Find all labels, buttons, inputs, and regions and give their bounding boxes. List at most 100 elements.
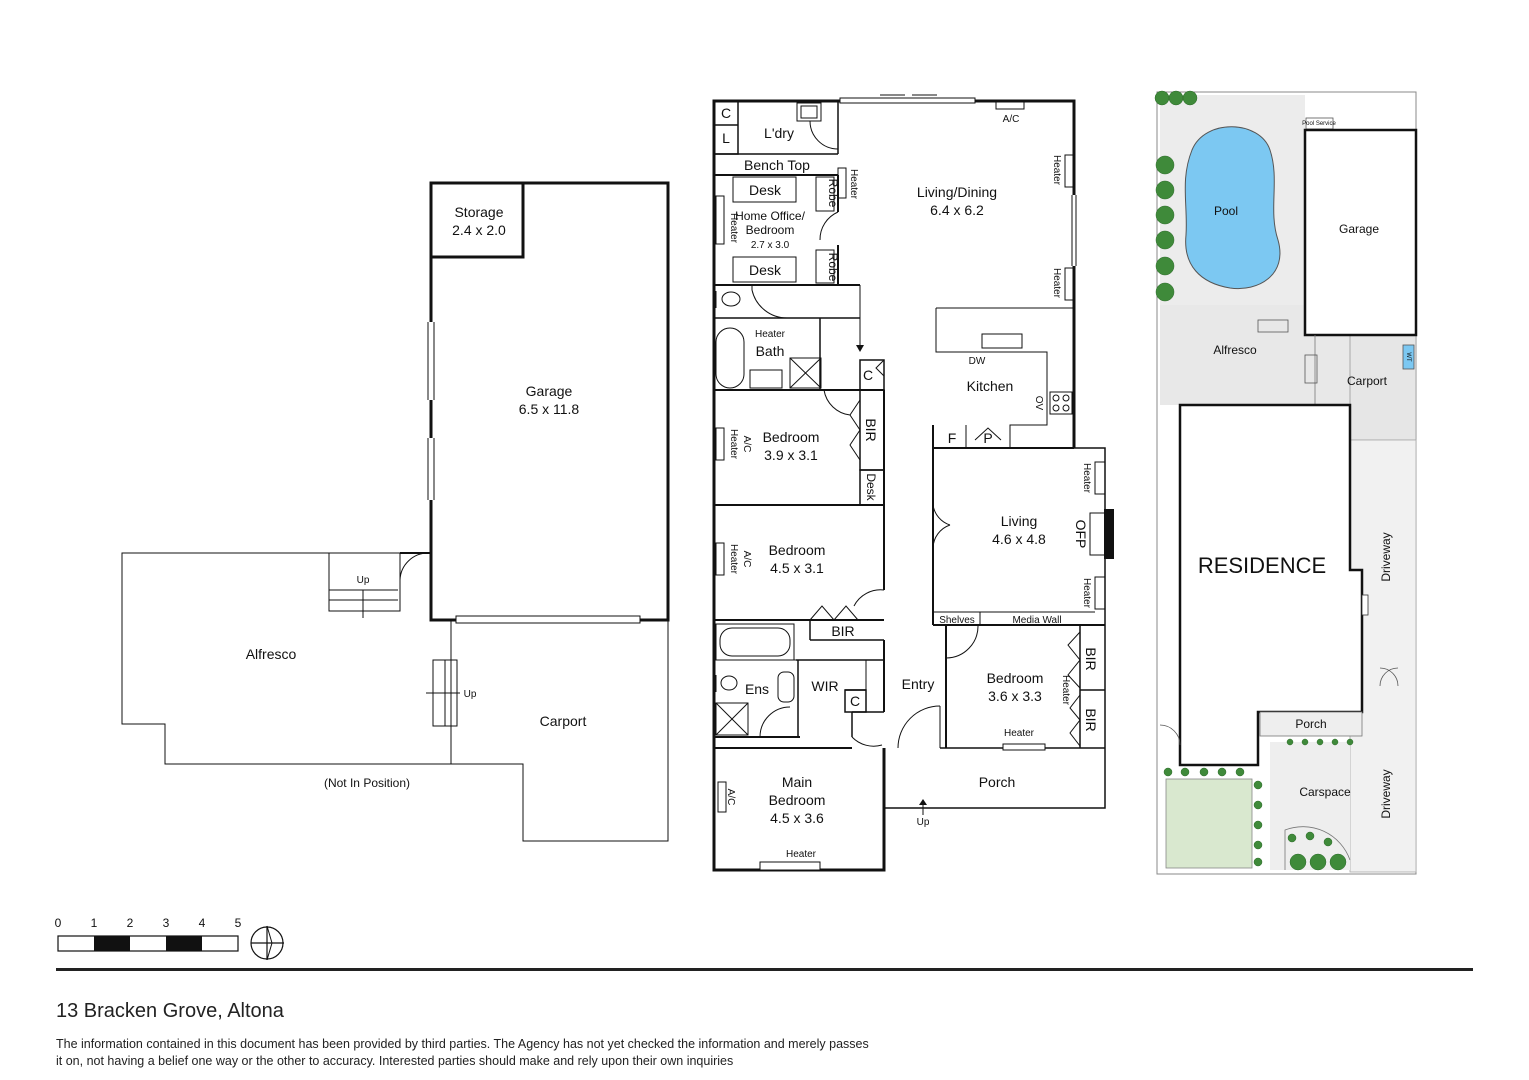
bir-label: BIR — [1083, 708, 1099, 731]
main-bedroom-dims: 4.5 x 3.6 — [770, 810, 824, 826]
site-carport-label: Carport — [1347, 374, 1388, 388]
cupboard-label: C — [863, 367, 873, 383]
site-alfresco-label: Alfresco — [1213, 343, 1257, 357]
oven-label: OV — [1033, 396, 1044, 411]
residence-outline — [1178, 403, 1364, 767]
bedroom-label: Bedroom — [987, 670, 1044, 686]
ac-label: A/C — [725, 789, 736, 806]
pool-service-label: Pool Service — [1302, 121, 1336, 127]
robe-label: Robe — [826, 253, 840, 282]
scale-tick-label: 3 — [163, 916, 170, 930]
cupboard-label: C — [850, 693, 860, 709]
bedroom-dims: 3.6 x 3.3 — [988, 688, 1042, 704]
alfresco-label: Alfresco — [246, 646, 297, 662]
up-label: Up — [464, 689, 477, 700]
heater-label: Heater — [1004, 728, 1035, 739]
heater-label: Heater — [1081, 463, 1092, 494]
floor-plan: Storage 2.4 x 2.0 Garage 6.5 x 11.8 Alfr… — [55, 90, 1418, 960]
bath-label: Bath — [756, 343, 785, 359]
heater-label: Heater — [786, 849, 817, 860]
not-in-position-note: (Not In Position) — [324, 776, 410, 790]
alfresco-outline — [121, 552, 523, 765]
compass-icon — [250, 925, 284, 960]
linen-label: L — [722, 130, 730, 146]
carspace-label: Carspace — [1299, 785, 1351, 799]
driveway-label: Driveway — [1379, 769, 1393, 818]
garage-label: Garage — [526, 383, 573, 399]
hedge-plants — [1154, 90, 1354, 871]
water-tank-label: WT — [1405, 352, 1411, 362]
disclaimer-text: The information contained in this docume… — [56, 1037, 869, 1068]
bedroom-dims: 3.9 x 3.1 — [764, 447, 818, 463]
bedroom-label: Bedroom — [769, 542, 826, 558]
fridge-label: F — [948, 430, 957, 446]
outbuildings-plan — [121, 181, 670, 842]
scale-bar: 0 1 2 3 4 5 — [55, 916, 242, 952]
desk-label: Desk — [749, 182, 782, 198]
bedroom-label: Bedroom — [763, 429, 820, 445]
site-garage-label: Garage — [1339, 222, 1379, 236]
heater-label: Heater — [728, 213, 739, 244]
media-wall-label: Media Wall — [1012, 615, 1061, 626]
ensuite-label: Ens — [745, 681, 769, 697]
scale-tick-label: 2 — [127, 916, 134, 930]
pool — [1184, 126, 1281, 290]
dishwasher-label: DW — [969, 356, 986, 367]
heater-label: Heater — [1060, 675, 1071, 706]
ac-label: A/C — [1003, 114, 1020, 125]
residence-label: RESIDENCE — [1198, 553, 1326, 578]
main-bedroom-label: Bedroom — [769, 792, 826, 808]
living-label: Living — [1001, 513, 1038, 529]
heater-label: Heater — [728, 429, 739, 460]
property-address: 13 Bracken Grove, Altona — [56, 1000, 284, 1022]
home-office-label: Home Office/ — [735, 209, 805, 223]
garage-dims: 6.5 x 11.8 — [519, 401, 580, 417]
desk-label: Desk — [864, 473, 878, 501]
main-bedroom-label: Main — [782, 774, 812, 790]
bir-label: BIR — [831, 623, 854, 639]
carport-outline — [450, 619, 669, 842]
heater-label: Heater — [728, 544, 739, 575]
heater-label: Heater — [848, 169, 859, 200]
site-porch-label: Porch — [1295, 717, 1326, 731]
storage-label: Storage — [454, 204, 503, 220]
entry-label: Entry — [902, 676, 935, 692]
bedroom-dims: 4.5 x 3.1 — [770, 560, 824, 576]
living-dims: 4.6 x 4.8 — [992, 531, 1046, 547]
desk-label: Desk — [749, 262, 782, 278]
home-office-dims: 2.7 x 3.0 — [751, 240, 790, 251]
bir-label: BIR — [1083, 647, 1099, 670]
ac-label: A/C — [741, 551, 752, 568]
robe-label: Robe — [826, 179, 840, 208]
heater-label: Heater — [1081, 578, 1092, 609]
heater-label: Heater — [755, 329, 786, 340]
kitchen-label: Kitchen — [967, 378, 1014, 394]
scale-tick-label: 5 — [235, 916, 242, 930]
bir-label: BIR — [863, 418, 879, 441]
home-office-label: Bedroom — [746, 223, 795, 237]
house-plan — [712, 94, 1114, 872]
bench-top-label: Bench Top — [744, 157, 810, 173]
storage-dims: 2.4 x 2.0 — [452, 222, 506, 238]
scale-tick-label: 0 — [55, 916, 62, 930]
up-label: Up — [917, 817, 930, 828]
pool-label: Pool — [1214, 204, 1238, 218]
carport-label: Carport — [540, 713, 587, 729]
wir-label: WIR — [811, 678, 838, 694]
fireplace-label: OFP — [1073, 520, 1089, 549]
footer-divider — [56, 968, 1473, 971]
heater-label: Heater — [1051, 155, 1062, 186]
heater-label: Heater — [1051, 268, 1062, 299]
driveway-label: Driveway — [1379, 532, 1393, 581]
lawn — [1165, 778, 1253, 869]
living-dining-dims: 6.4 x 6.2 — [930, 202, 984, 218]
ac-label: A/C — [741, 436, 752, 453]
site-plan — [1154, 90, 1418, 875]
cupboard-label: C — [721, 105, 731, 121]
scale-tick-label: 4 — [199, 916, 206, 930]
porch-label: Porch — [979, 774, 1016, 790]
living-dining-label: Living/Dining — [917, 184, 997, 200]
shelves-label: Shelves — [939, 615, 975, 626]
laundry-label: L'dry — [764, 125, 794, 141]
pantry-label: P — [983, 430, 992, 446]
